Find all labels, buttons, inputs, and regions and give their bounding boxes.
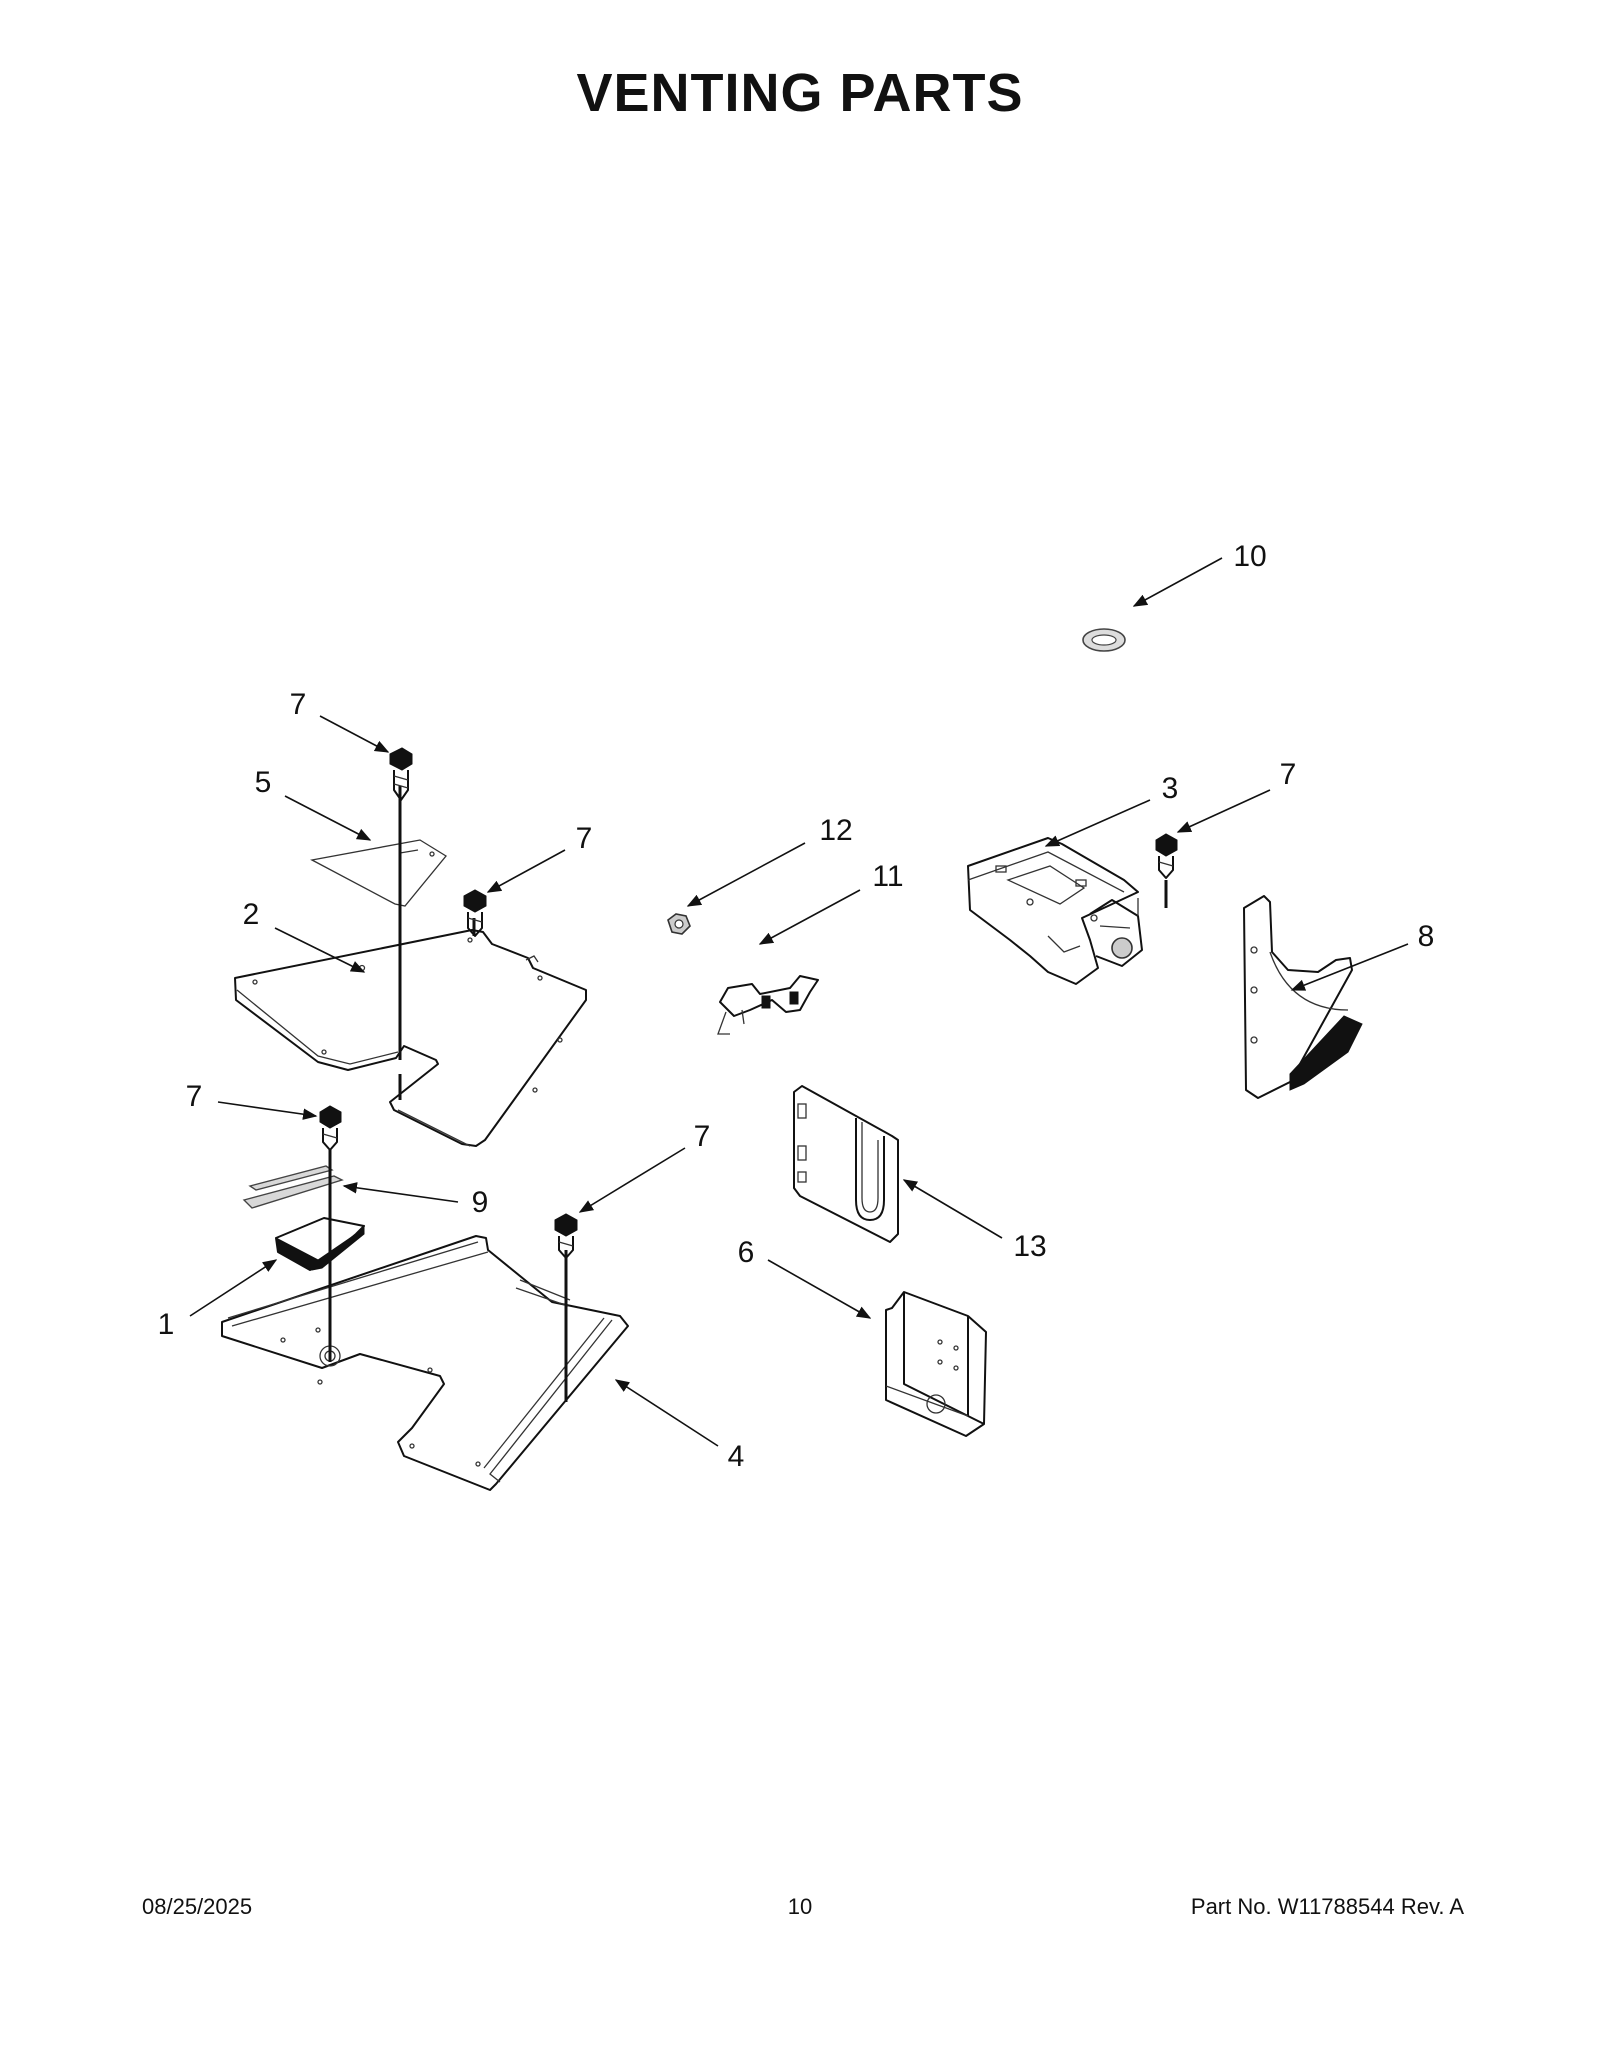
callout-8: 8 bbox=[1418, 920, 1435, 953]
callout-7: 7 bbox=[694, 1120, 711, 1153]
leader-4 bbox=[614, 1379, 719, 1447]
callout-5: 5 bbox=[255, 766, 272, 799]
leader-6 bbox=[767, 1259, 872, 1319]
footer-date: 08/25/2025 bbox=[142, 1894, 253, 1919]
screw-icon bbox=[389, 747, 413, 801]
screw-icon bbox=[554, 1213, 578, 1259]
part-8-bracket bbox=[1243, 895, 1363, 1099]
leader-2 bbox=[274, 927, 366, 973]
callout-2: 2 bbox=[243, 898, 260, 931]
callout-4: 4 bbox=[728, 1440, 745, 1473]
callout-11: 11 bbox=[872, 860, 903, 893]
footer-part-number: Part No. W11788544 Rev. A bbox=[1190, 1894, 1464, 1919]
leader-9 bbox=[342, 1182, 459, 1203]
part-1-cover bbox=[275, 1217, 365, 1271]
part-5-plate bbox=[310, 839, 447, 907]
leader-7e bbox=[1176, 789, 1271, 833]
leader-13 bbox=[902, 1179, 1003, 1239]
callout-10: 10 bbox=[1233, 540, 1266, 573]
leader-8 bbox=[1290, 943, 1409, 991]
leader-10 bbox=[1132, 557, 1223, 607]
page-title: VENTING PARTS bbox=[576, 63, 1024, 123]
callout-9: 9 bbox=[472, 1186, 489, 1219]
part-11-terminal-block bbox=[717, 975, 819, 1035]
part-3-vent-motor-assembly bbox=[967, 837, 1143, 985]
callout-7: 7 bbox=[186, 1080, 203, 1113]
leader-7b bbox=[486, 849, 566, 893]
part-13-plate bbox=[793, 1085, 899, 1243]
screw-icon bbox=[463, 889, 487, 937]
leader-11 bbox=[758, 889, 861, 945]
leader-7c bbox=[217, 1101, 318, 1120]
callout-13: 13 bbox=[1013, 1230, 1046, 1263]
callout-3: 3 bbox=[1162, 772, 1179, 805]
leader-3 bbox=[1044, 799, 1151, 847]
part-6-box bbox=[885, 1291, 987, 1437]
leader-12 bbox=[686, 842, 806, 907]
screw-icon bbox=[319, 1105, 342, 1151]
callout-7: 7 bbox=[576, 822, 593, 855]
leader-5 bbox=[284, 795, 372, 841]
part-10-washer bbox=[1082, 628, 1126, 652]
part-12-nut bbox=[667, 913, 691, 935]
callout-7: 7 bbox=[290, 688, 307, 721]
footer-page-number: 10 bbox=[787, 1894, 813, 1919]
part-2-plate bbox=[234, 929, 587, 1147]
callout-7: 7 bbox=[1280, 758, 1297, 791]
leader-7a bbox=[319, 715, 390, 753]
part-4-base-plate bbox=[221, 1235, 629, 1491]
leader-1 bbox=[189, 1259, 278, 1317]
part-9-gasket bbox=[242, 1165, 344, 1209]
callout-12: 12 bbox=[819, 814, 852, 847]
screw-icon bbox=[1155, 833, 1178, 879]
callout-6: 6 bbox=[738, 1236, 755, 1269]
leader-7d bbox=[578, 1147, 686, 1213]
callout-1: 1 bbox=[158, 1308, 175, 1341]
